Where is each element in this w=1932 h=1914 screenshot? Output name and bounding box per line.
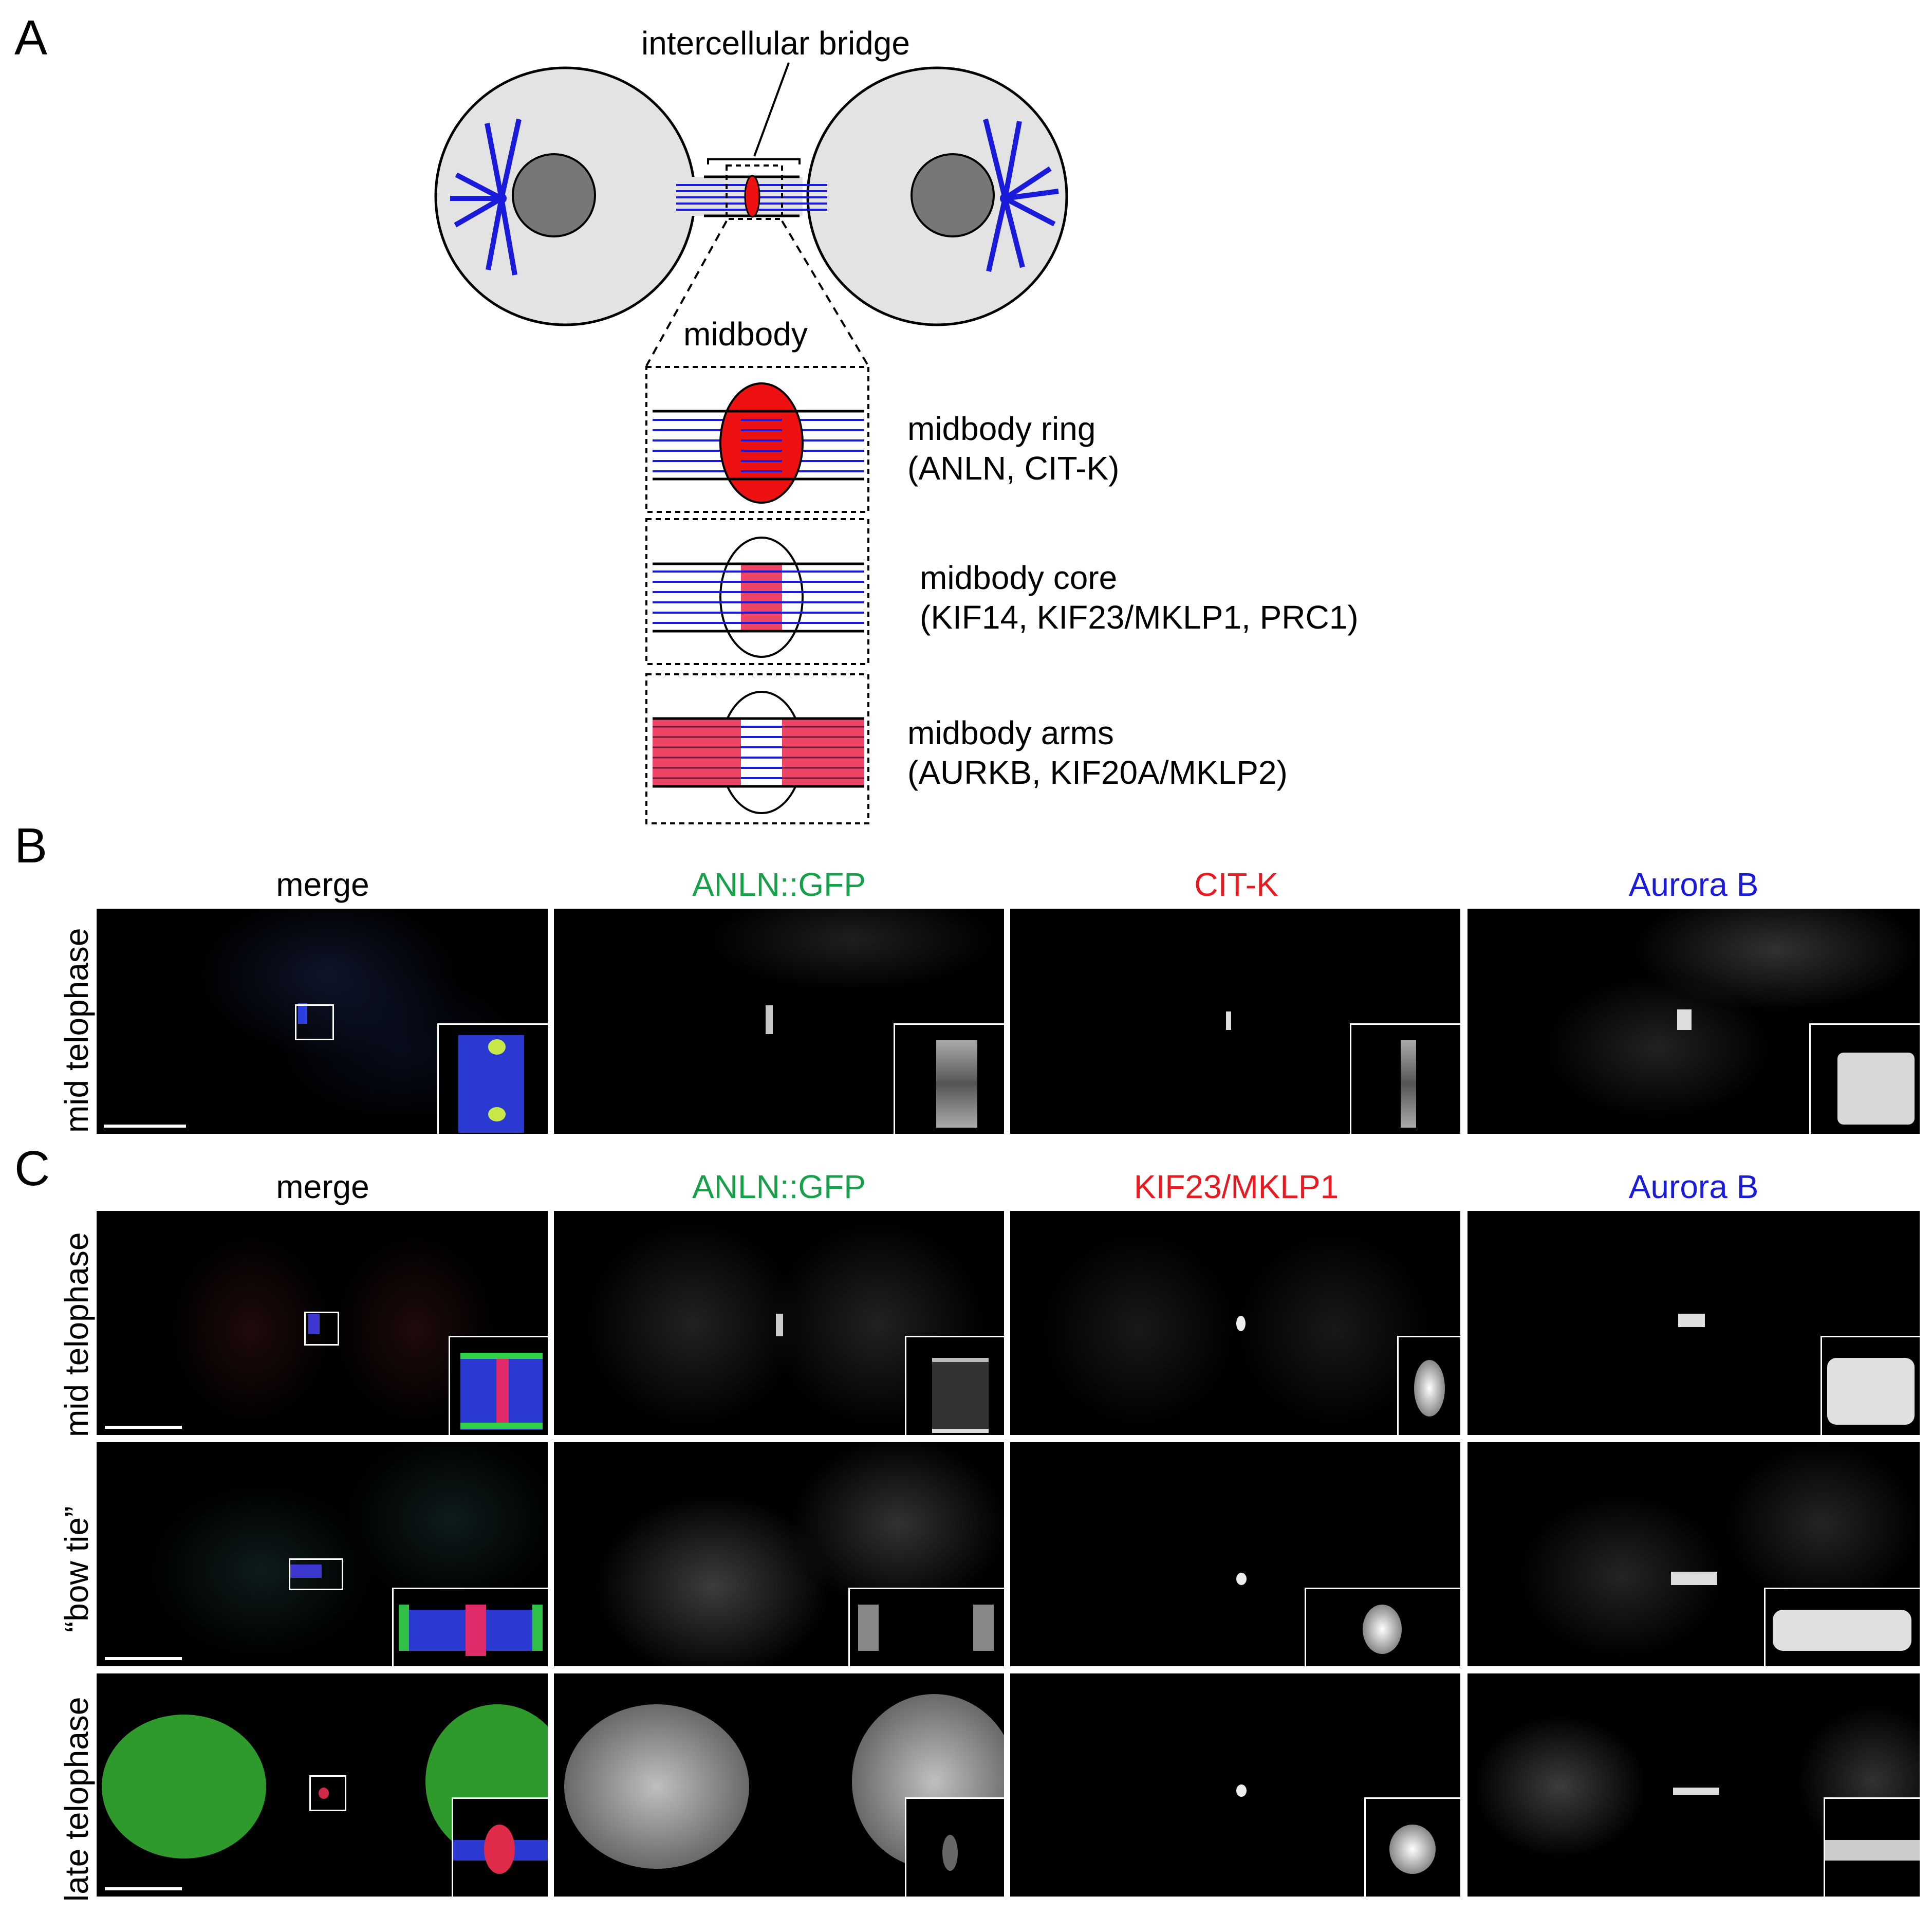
b-col-title-citk: CIT-K: [1194, 866, 1278, 903]
c1-anln-inset: [905, 1336, 1004, 1435]
intercellular-bridge-label: intercellular bridge: [641, 25, 910, 62]
c-col-title-anln: ANLN::GFP: [692, 1168, 866, 1205]
c2-aurora-inset: [1764, 1588, 1920, 1666]
zoom-midbody-ring: [645, 366, 869, 513]
zoom-midbody-core: [645, 518, 869, 665]
panel-letter-b: B: [14, 818, 48, 873]
c-row-label-mid-telophase: mid telophase: [58, 1232, 95, 1437]
zoom-core-name: midbody core: [920, 559, 1118, 596]
c2-anln-image: [554, 1442, 1004, 1666]
c3-kif23-image: [1010, 1673, 1460, 1897]
c2-kif23-inset: [1305, 1588, 1460, 1666]
zoom-midbody-arms: [645, 673, 869, 824]
zoom-arms-name: midbody arms: [907, 714, 1114, 751]
c1-anln-image: [554, 1211, 1004, 1435]
c-col-title-kif23: KIF23/MKLP1: [1134, 1168, 1339, 1205]
c2-merge-roi-box: [289, 1558, 343, 1590]
c3-merge-image: [97, 1673, 548, 1897]
b-col-title-aurora: Aurora B: [1628, 866, 1759, 903]
b-col-title-merge: merge: [276, 866, 369, 903]
c2-aurora-image: [1467, 1442, 1920, 1666]
right-spindle-aster: [983, 118, 1059, 272]
b-row-label-mid-telophase: mid telophase: [58, 928, 95, 1133]
c3-aurora-image: [1467, 1673, 1920, 1897]
c-col-title-aurora: Aurora B: [1628, 1168, 1759, 1205]
midbody-label: midbody: [683, 316, 808, 353]
midbody-zoom-box: [726, 164, 783, 220]
panel-letter-c: C: [14, 1141, 50, 1196]
c2-scale-bar: [105, 1657, 182, 1660]
left-spindle-aster: [450, 118, 522, 275]
c3-merge-roi-box: [309, 1775, 346, 1811]
c-row-label-bow-tie: “bow tie”: [58, 1506, 95, 1632]
c1-aurora-image: [1467, 1211, 1920, 1435]
c2-kif23-image: [1010, 1442, 1460, 1666]
c1-merge-roi-box: [304, 1312, 339, 1346]
b-aurora-inset: [1809, 1023, 1920, 1134]
c2-anln-inset: [848, 1588, 1004, 1666]
right-nucleus: [911, 153, 995, 237]
c1-kif23-inset: [1397, 1336, 1460, 1435]
midbody-ring-small: [744, 175, 760, 218]
zoom-ring-name: midbody ring: [907, 410, 1096, 447]
b-aurora-image: [1467, 909, 1920, 1134]
c1-merge-image: [97, 1211, 548, 1435]
c3-kif23-inset: [1364, 1797, 1460, 1897]
left-nucleus: [512, 153, 596, 237]
cell-division-schematic: [434, 62, 1068, 824]
b-merge-roi-box: [295, 1004, 334, 1040]
b-merge-inset: [437, 1023, 548, 1134]
zoom-ring-proteins: (ANLN, CIT-K): [907, 449, 1120, 487]
panel-letter-a: A: [14, 10, 48, 65]
bridge-bracket: [707, 158, 801, 164]
c1-merge-inset: [449, 1336, 548, 1435]
bridge-pointer: [753, 62, 790, 157]
c3-anln-inset: [905, 1797, 1004, 1897]
c2-merge-inset: [392, 1588, 548, 1666]
b-citk-image: [1010, 909, 1460, 1134]
c-col-title-merge: merge: [276, 1168, 369, 1205]
zoom-core-label: midbody core (KIF14, KIF23/MKLP1, PRC1): [920, 558, 1359, 637]
b-anln-image: [554, 909, 1004, 1134]
zoom-core-proteins: (KIF14, KIF23/MKLP1, PRC1): [920, 598, 1359, 636]
c1-scale-bar: [105, 1426, 182, 1429]
c2-merge-image: [97, 1442, 548, 1666]
b-citk-inset: [1350, 1023, 1460, 1134]
c3-scale-bar: [105, 1887, 182, 1890]
b-scale-bar: [104, 1125, 186, 1128]
zoom-arms-label: midbody arms (AURKB, KIF20A/MKLP2): [907, 713, 1288, 793]
c3-anln-image: [554, 1673, 1004, 1897]
c1-kif23-image: [1010, 1211, 1460, 1435]
c3-aurora-inset: [1824, 1797, 1920, 1897]
b-anln-inset: [894, 1023, 1004, 1134]
c1-aurora-inset: [1820, 1336, 1920, 1435]
b-col-title-anln: ANLN::GFP: [692, 866, 866, 903]
c3-merge-inset: [452, 1797, 548, 1897]
zoom-arms-proteins: (AURKB, KIF20A/MKLP2): [907, 753, 1288, 791]
c-row-label-late-telophase: late telophase: [58, 1697, 95, 1902]
zoom-ring-label: midbody ring (ANLN, CIT-K): [907, 409, 1119, 488]
b-merge-image: [97, 909, 548, 1134]
